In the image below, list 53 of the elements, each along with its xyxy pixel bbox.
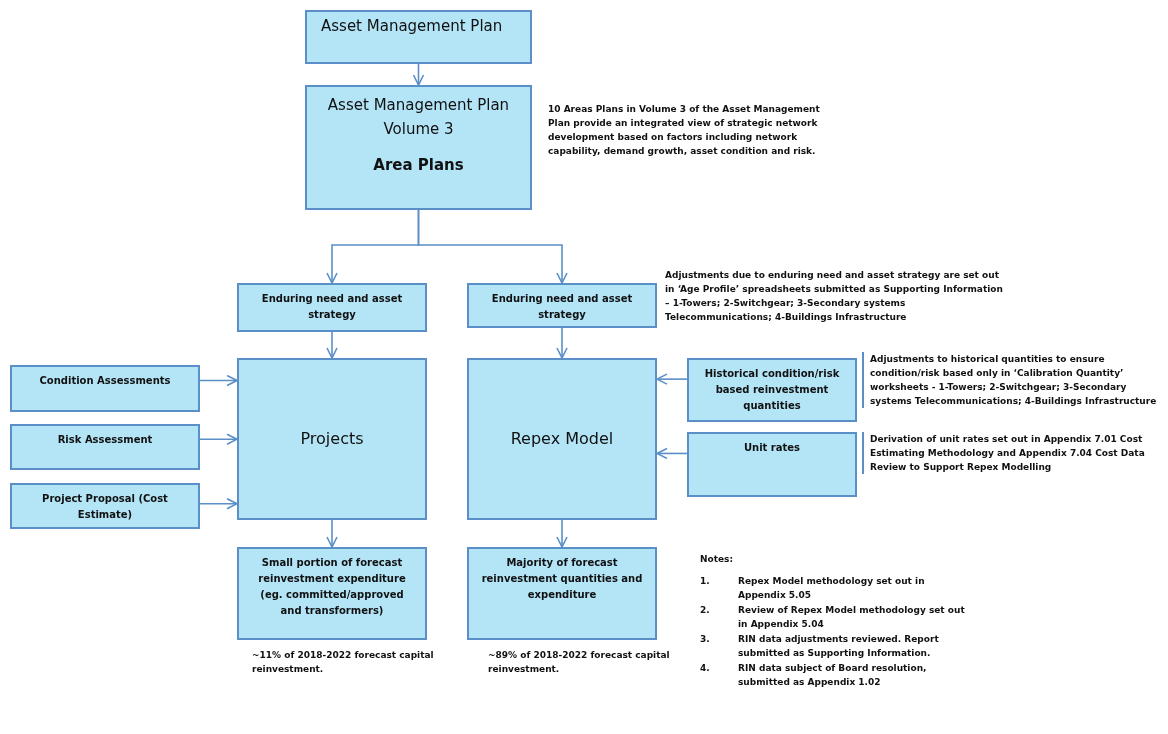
box-subtitle: Area Plans — [372, 155, 465, 176]
arrow — [199, 433, 238, 445]
box-title: Condition Assessments — [38, 374, 172, 388]
note-text: RIN data adjustments reviewed. Report submitted as Supporting Information. — [738, 633, 940, 660]
note-number: 2. — [700, 604, 710, 617]
arrow — [412, 63, 425, 86]
box-title: Historical condition/risk based reinvestment quantities — [703, 367, 841, 413]
box-title: Enduring need and asset strategy — [490, 292, 634, 322]
box-title: Asset Management Plan Volume 3 — [326, 95, 511, 140]
note-text: RIN data subject of Board resolution, submitted as Appendix 1.02 — [738, 662, 928, 689]
box-title: Asset Management Plan — [320, 18, 503, 34]
arrow — [199, 374, 238, 387]
notes-heading: Notes: — [700, 553, 734, 566]
input-box — [10, 424, 200, 470]
output-box — [237, 547, 427, 640]
note-number: 3. — [700, 633, 710, 646]
arrow — [656, 447, 688, 460]
note-text: 10 Areas Plans in Volume 3 of the Asset Management Plan provide an integrated view of strategic network development based on factors including network capability, demand growth, asset condition and risk. — [548, 103, 821, 158]
box-title: Repex Model — [510, 431, 614, 447]
arrow — [556, 327, 568, 359]
plan-box — [305, 85, 532, 210]
box-title: Risk Assessment — [56, 433, 154, 447]
strategy-box — [467, 283, 657, 328]
strategy-box — [237, 283, 427, 332]
box-title: Majority of forecast reinvestment quantities and expenditure — [480, 556, 644, 602]
model-box — [467, 358, 657, 520]
note-number: 4. — [700, 662, 710, 675]
note-number: 1. — [700, 575, 710, 588]
arrow — [417, 209, 568, 284]
input-box — [10, 483, 200, 529]
arrow — [326, 331, 338, 359]
box-title: Enduring need and asset strategy — [260, 292, 404, 322]
box-title: Projects — [300, 431, 364, 447]
output-box — [467, 547, 657, 640]
input-box — [10, 365, 200, 412]
arrow — [199, 497, 238, 510]
input-box — [687, 432, 857, 497]
box-title: Project Proposal (Cost Estimate) — [41, 492, 169, 522]
plan-box — [305, 10, 532, 64]
note-text: Review of Repex Model methodology set out in Appendix 5.04 — [738, 604, 966, 631]
note-text: Repex Model methodology set out in Appendix 5.05 — [738, 575, 926, 602]
arrow — [326, 519, 338, 548]
annotation-note: Derivation of unit rates set out in Appendix 7.01 Cost Estimating Methodology and Appendix 7.04 Cost Data Review to Support Repex Modelling — [862, 432, 1168, 474]
note-text: ~11% of 2018-2022 forecast capital reinvestment. — [252, 649, 435, 676]
projects-box — [237, 358, 427, 520]
note-text: Adjustments due to enduring need and asset strategy are set out in ‘Age Profile’ spreadsheets submitted as Supporting Information – 1-Towers; 2-Switchgear; 3-Secondary systems Telecommunications; 4-Buildings Infrastructure — [665, 269, 1004, 324]
note-text: ~89% of 2018-2022 forecast capital reinvestment. — [488, 649, 671, 676]
box-title: Unit rates — [742, 441, 802, 455]
input-box — [687, 358, 857, 422]
annotation-note: Adjustments to historical quantities to ensure condition/risk based only in ‘Calibration Quantity’ worksheets - 1-Towers; 2-Switchgear; 3-Secondary systems Telecommunications; 4-Buildings Infrastructure — [862, 352, 1168, 408]
arrow — [656, 373, 688, 385]
arrow — [556, 519, 568, 548]
box-title: Small portion of forecast reinvestment expenditure (eg. committed/approved and transformers) — [257, 556, 407, 618]
